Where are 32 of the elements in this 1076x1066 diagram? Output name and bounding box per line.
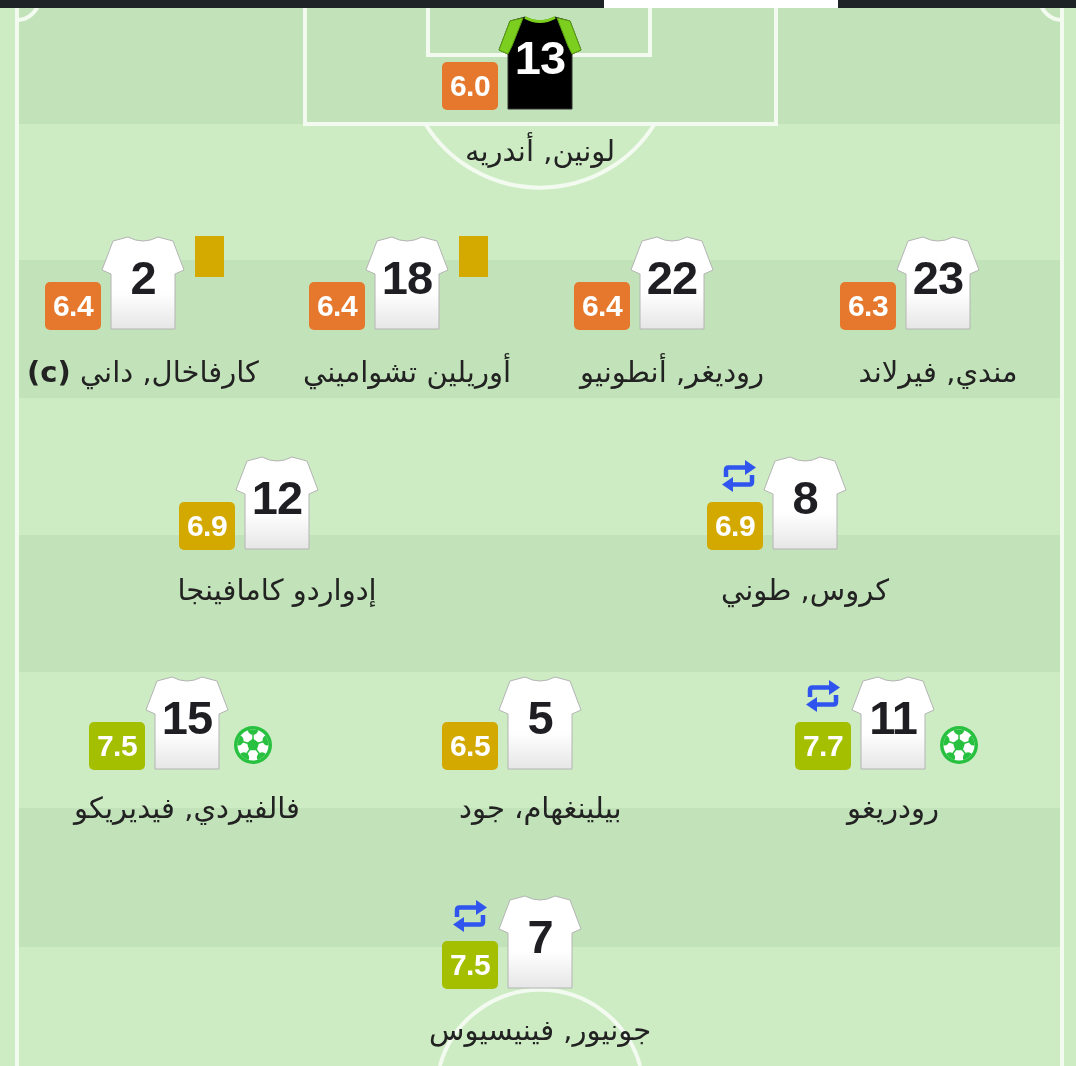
jersey: 23 [896,236,980,330]
rating-badge: 6.4 [574,282,630,330]
rating-badge: 6.0 [442,62,498,110]
player-name: جونيور, فينيسيوس [429,1013,652,1047]
rating-badge: 7.5 [89,722,145,770]
jersey: 2 [101,236,185,330]
rating-badge: 6.4 [45,282,101,330]
jersey: 13 [498,16,582,110]
player-name: رودريغو [847,791,939,825]
jersey: 11 [851,676,935,770]
jersey: 7 [498,895,582,989]
jersey: 22 [630,236,714,330]
player-name: بيلينغهام، جود [459,791,622,825]
jersey: 8 [763,456,847,550]
rating-badge: 6.3 [840,282,896,330]
jersey: 12 [235,456,319,550]
rating-badge: 7.7 [795,722,851,770]
rating-badge: 7.5 [442,941,498,989]
jersey: 5 [498,676,582,770]
player-name: روديغر, أنطونيو [580,355,765,389]
rating-badge: 6.5 [442,722,498,770]
player-name: أوريلين تشواميني [303,355,511,389]
rating-badge: 6.9 [179,502,235,550]
jersey: 18 [365,236,449,330]
player-name: فالفيردي, فيديريكو [74,791,300,825]
jersey: 15 [145,676,229,770]
rating-badge: 6.4 [309,282,365,330]
player-name: مندي, فيرلاند [858,355,1018,389]
player-name: إدواردو كامافينجا [177,573,377,607]
player-name: لونين, أندريه [465,134,616,168]
rating-badge: 6.9 [707,502,763,550]
player-name: كروس, طوني [721,573,889,607]
